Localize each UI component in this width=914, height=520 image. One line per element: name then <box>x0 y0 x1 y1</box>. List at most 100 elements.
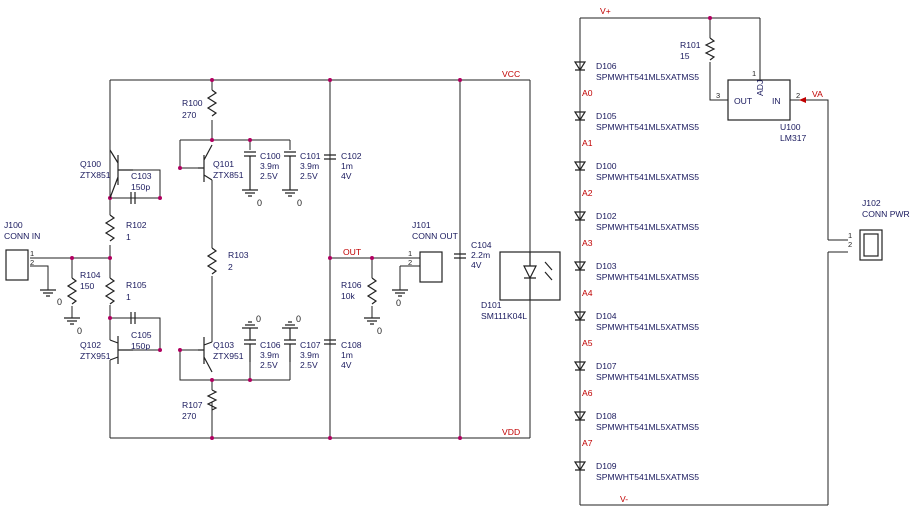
connector-j100: J100 CONN IN 1 2 <box>4 220 40 281</box>
r105-ref: R105 <box>126 280 147 290</box>
wires <box>30 17 848 506</box>
d101-value: SM111K04L <box>481 311 527 321</box>
svg-text:0: 0 <box>57 297 62 307</box>
net-label-a0: A0 <box>582 88 593 98</box>
capacitor-c105: C105 150p <box>130 312 152 351</box>
resistor-r104: R104 150 <box>66 270 101 305</box>
led-symbol-icon <box>573 311 587 322</box>
j101-name: CONN OUT <box>412 231 459 241</box>
r106-value: 10k <box>341 291 356 301</box>
connector-j101: J101 CONN OUT 1 2 <box>408 220 459 283</box>
grounds: 0 0 0 0 0 0 0 0 <box>40 189 408 336</box>
c104-value: 2.2m <box>471 250 490 260</box>
u100-in-label: IN <box>772 96 781 106</box>
net-label-out: OUT <box>343 247 362 257</box>
led-ref: D105 <box>596 111 617 121</box>
c101-rating: 2.5V <box>300 171 318 181</box>
led-string: D106SPMWHT541ML5XATMS5D105SPMWHT541ML5XA… <box>573 61 699 482</box>
led-part-number: SPMWHT541ML5XATMS5 <box>596 372 699 382</box>
u100-out-label: OUT <box>734 96 753 106</box>
svg-text:0: 0 <box>296 314 301 324</box>
resistor-r107: R107 270 <box>182 389 218 421</box>
ground-symbol-j101: 0 <box>392 289 408 308</box>
resistor-r100: R100 270 <box>182 89 218 120</box>
q101-value: ZTX851 <box>213 170 244 180</box>
j101-ref: J101 <box>412 220 431 230</box>
u100-adj-label: ADJ <box>755 80 765 96</box>
u100-value: LM317 <box>780 133 806 143</box>
net-label-a7: A7 <box>582 438 593 448</box>
c108-value: 1m <box>341 350 353 360</box>
r104-ref: R104 <box>80 270 101 280</box>
q103-ref: Q103 <box>213 340 234 350</box>
resistor-r103: R103 2 <box>206 247 249 275</box>
net-label-a4: A4 <box>582 288 593 298</box>
svg-text:0: 0 <box>256 314 261 324</box>
r104-value: 150 <box>80 281 95 291</box>
svg-text:0: 0 <box>77 326 82 336</box>
c106-rating: 2.5V <box>260 360 278 370</box>
capacitor-c101: C101 3.9m 2.5V <box>284 151 321 190</box>
q102-ref: Q102 <box>80 340 101 350</box>
transistor-q101: Q101 ZTX851 <box>198 144 244 182</box>
svg-text:0: 0 <box>257 198 262 208</box>
capacitor-c108: C108 1m 4V <box>324 339 362 370</box>
u100-pin-1: 1 <box>752 69 756 78</box>
led-symbol-icon <box>573 411 587 422</box>
net-label-a1: A1 <box>582 138 593 148</box>
c104-rating: 4V <box>471 260 482 270</box>
led-symbol-icon <box>573 61 587 72</box>
j100-pin-2: 2 <box>30 258 34 267</box>
q103-value: ZTX951 <box>213 351 244 361</box>
net-label-va: VA <box>812 89 823 99</box>
c102-rating: 4V <box>341 171 352 181</box>
ground-symbol-r104: 0 <box>64 317 82 336</box>
c106-value: 3.9m <box>260 350 279 360</box>
led-ref: D102 <box>596 211 617 221</box>
c103-ref: C103 <box>131 171 152 181</box>
led-ref: D103 <box>596 261 617 271</box>
u100-ref: U100 <box>780 122 801 132</box>
j100-pin-1: 1 <box>30 249 34 258</box>
c105-value: 150p <box>131 341 150 351</box>
resistor-r105: R105 1 <box>104 277 147 305</box>
led-part-number: SPMWHT541ML5XATMS5 <box>596 72 699 82</box>
capacitor-c103: C103 150p <box>130 171 152 204</box>
c100-ref: C100 <box>260 151 281 161</box>
led-symbol-icon <box>573 111 587 122</box>
led-symbol-icon <box>573 461 587 472</box>
led-part-number: SPMWHT541ML5XATMS5 <box>596 222 699 232</box>
capacitor-c102: C102 1m 4V <box>324 151 362 181</box>
led-part-number: SPMWHT541ML5XATMS5 <box>596 322 699 332</box>
led-symbol-icon <box>573 361 587 372</box>
c107-ref: C107 <box>300 340 321 350</box>
r100-value: 270 <box>182 110 197 120</box>
svg-text:0: 0 <box>396 298 401 308</box>
d101-ref: D101 <box>481 300 502 310</box>
led-part-number: SPMWHT541ML5XATMS5 <box>596 172 699 182</box>
net-label-vminus: V- <box>620 494 628 504</box>
capacitor-c106: C106 3.9m 2.5V <box>244 328 281 370</box>
net-label-a2: A2 <box>582 188 593 198</box>
j100-ref: J100 <box>4 220 23 230</box>
capacitor-c104: C104 2.2m 4V <box>454 240 492 270</box>
r105-value: 1 <box>126 292 131 302</box>
c101-ref: C101 <box>300 151 321 161</box>
led-part-number: SPMWHT541ML5XATMS5 <box>596 272 699 282</box>
svg-text:0: 0 <box>297 198 302 208</box>
ground-symbol-c106: 0 <box>242 314 261 329</box>
led-part-number: SPMWHT541ML5XATMS5 <box>596 472 699 482</box>
transistor-q103: Q103 ZTX951 <box>198 337 244 373</box>
led-ref: D108 <box>596 411 617 421</box>
net-label-a6: A6 <box>582 388 593 398</box>
net-label-a5: A5 <box>582 338 593 348</box>
c104-ref: C104 <box>471 240 492 250</box>
j101-pin-2: 2 <box>408 258 412 267</box>
resistor-r102: R102 1 <box>104 214 147 242</box>
c105-ref: C105 <box>131 330 152 340</box>
r107-ref: R107 <box>182 400 203 410</box>
